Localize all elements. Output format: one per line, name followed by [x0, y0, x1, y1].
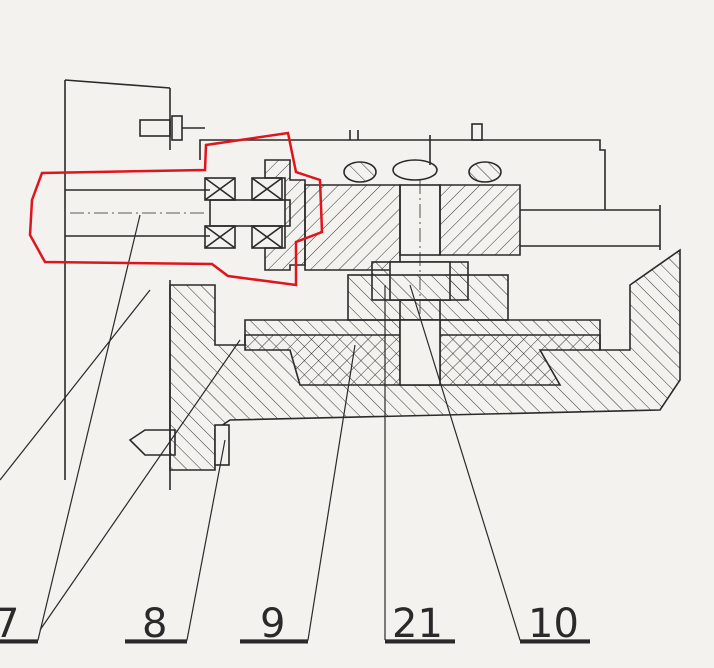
label-7: 7	[0, 601, 20, 647]
lower-bolt	[128, 424, 230, 466]
wall-plate	[64, 79, 171, 490]
label-21: 21	[392, 601, 443, 647]
central-block	[304, 184, 401, 271]
shaft-7	[65, 189, 661, 250]
label-10: 10	[528, 601, 579, 647]
bearings	[204, 177, 291, 249]
top-cover	[199, 123, 606, 210]
label-8: 8	[142, 601, 168, 647]
springs	[343, 159, 502, 183]
nut-21	[347, 274, 509, 321]
red-highlight-outline	[28, 131, 324, 287]
leader-lines	[0, 214, 590, 641]
top-bolt	[139, 115, 205, 141]
bearing-housing	[264, 159, 306, 271]
label-9: 9	[260, 601, 286, 647]
